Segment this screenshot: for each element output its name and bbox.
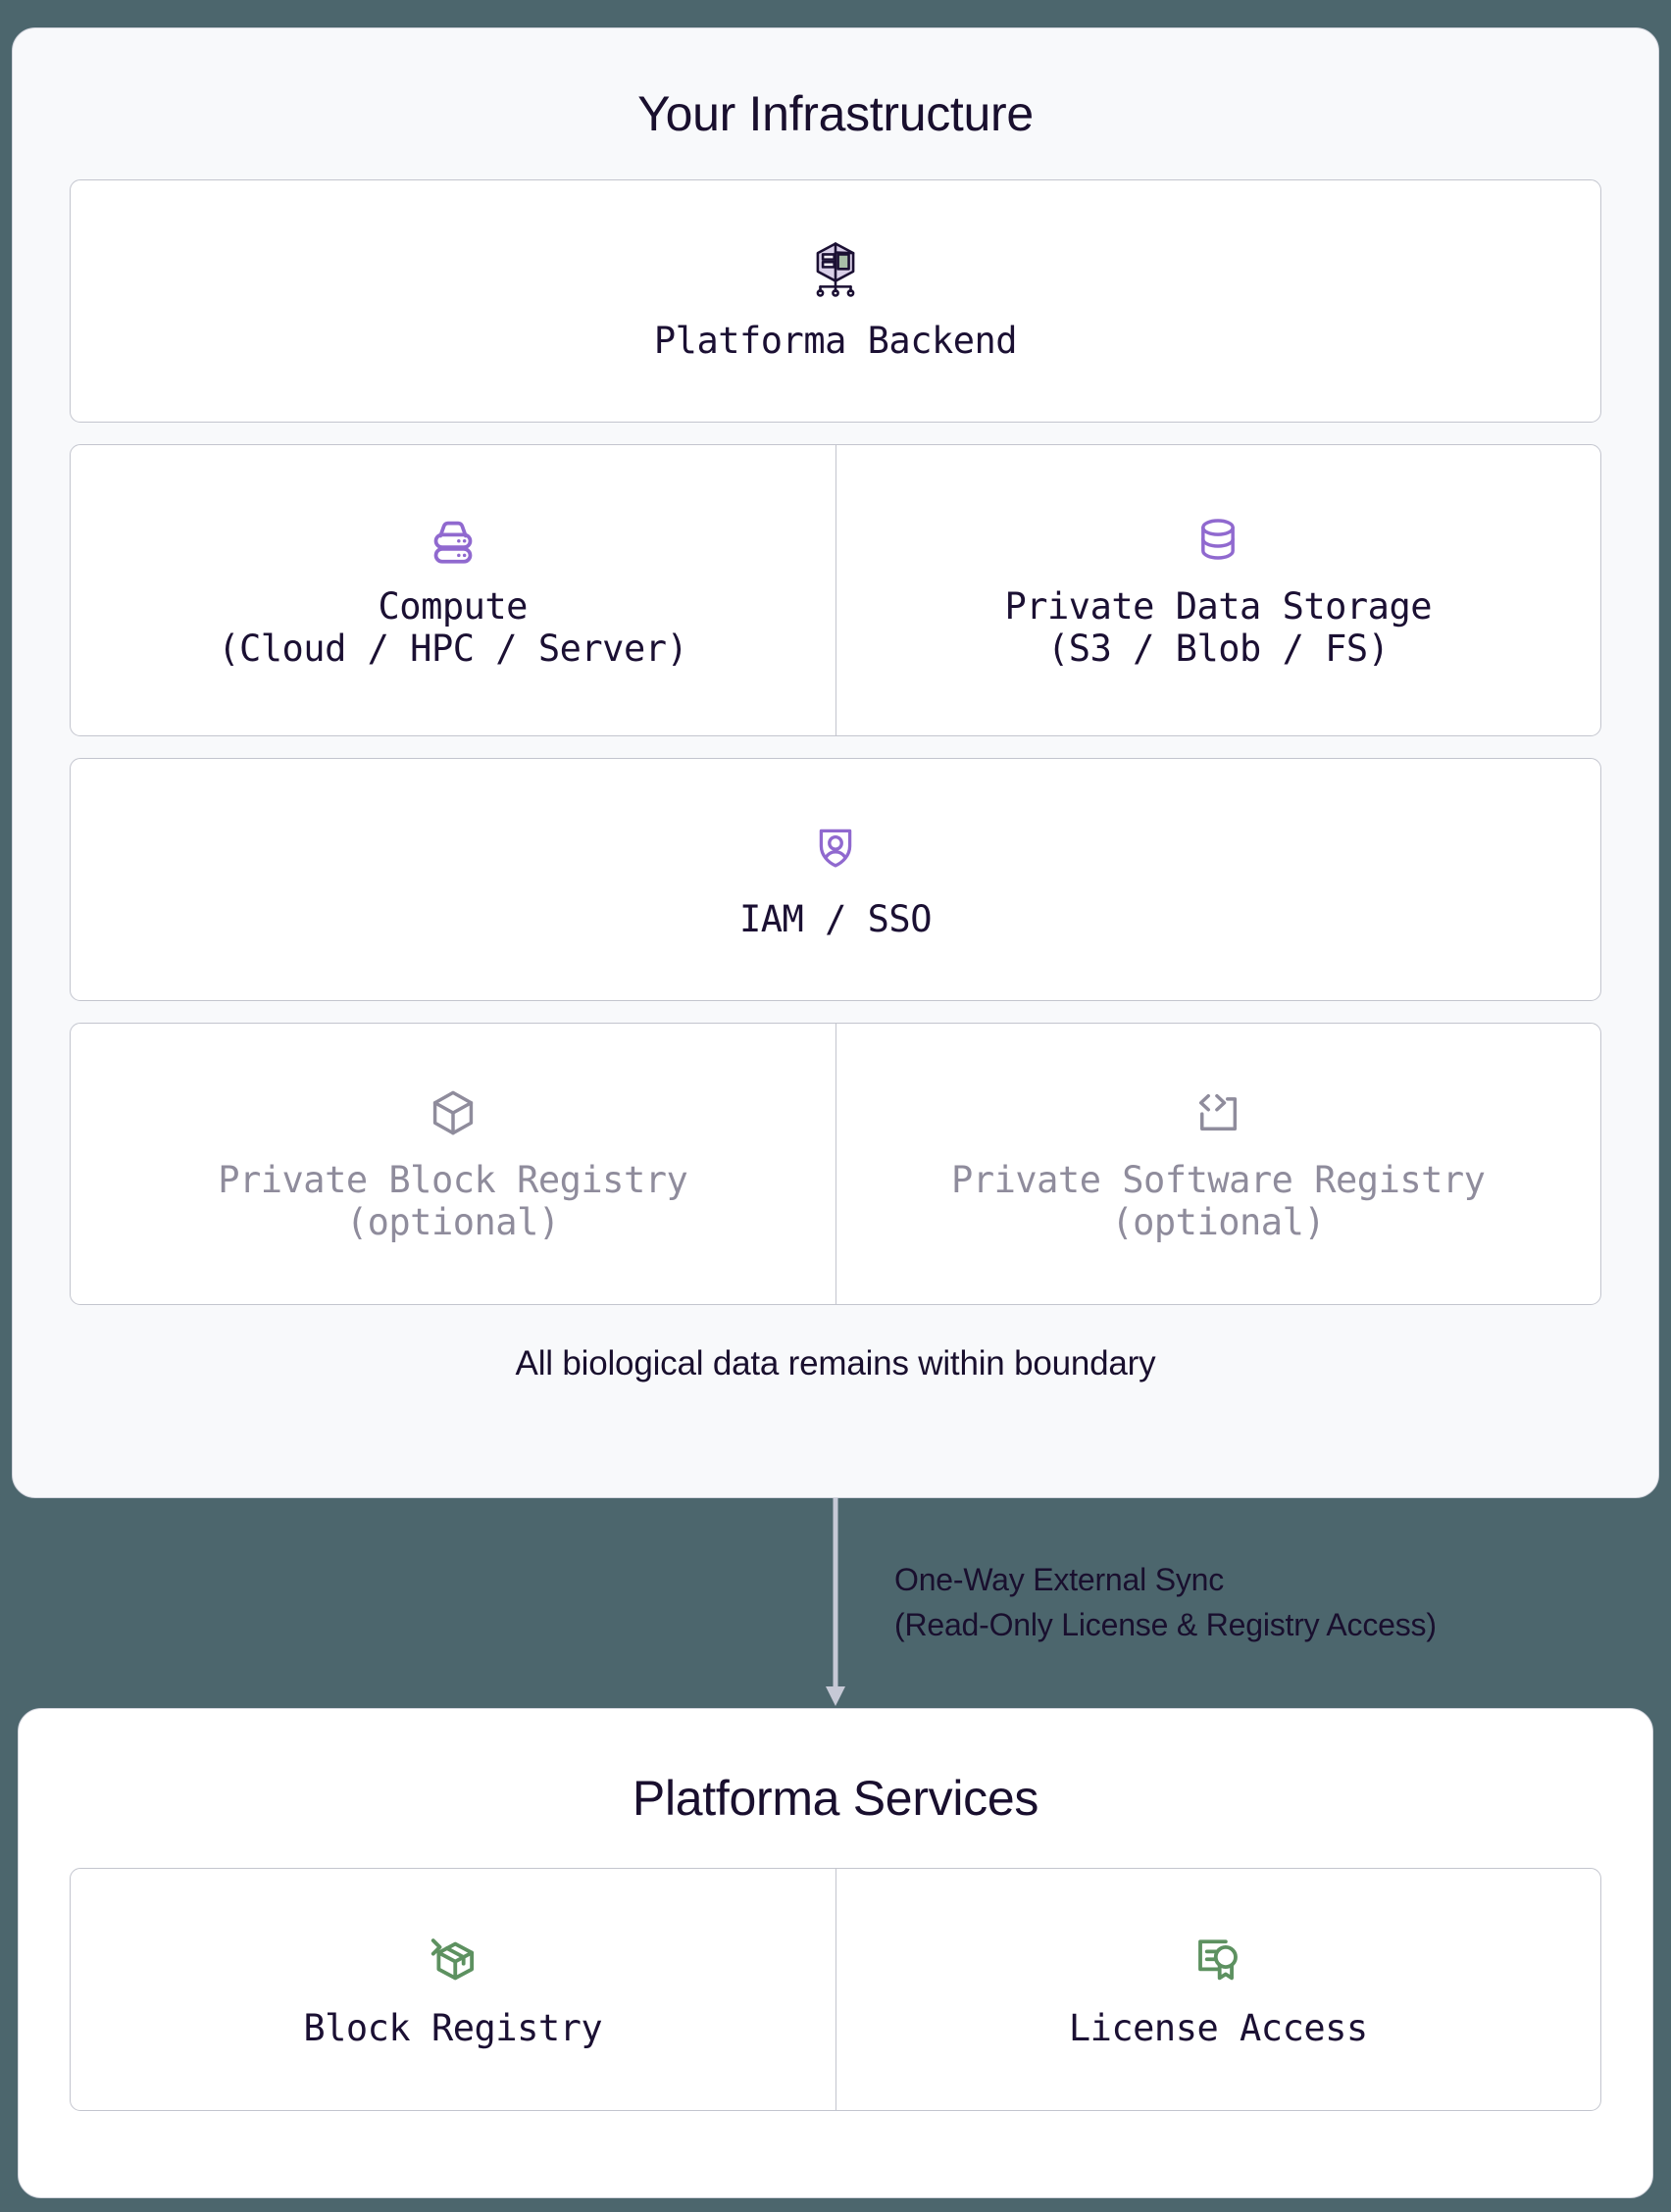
database-icon bbox=[1192, 509, 1243, 570]
card-private-block-registry[interactable]: Private Block Registry (optional) bbox=[71, 1024, 836, 1304]
identity-row: IAM / SSO bbox=[70, 758, 1601, 1001]
backend-row: Platforma Backend bbox=[70, 179, 1601, 423]
card-label: Private Data Storage (S3 / Blob / FS) bbox=[1004, 584, 1433, 670]
services-title: Platforma Services bbox=[632, 1771, 1039, 1826]
card-label: Private Software Registry (optional) bbox=[951, 1158, 1486, 1243]
one-way-sync-arrow bbox=[820, 1498, 851, 1710]
card-label: Private Block Registry (optional) bbox=[218, 1158, 688, 1243]
sync-caption: One-Way External Sync (Read-Only License… bbox=[894, 1562, 1437, 1643]
infrastructure-title: Your Infrastructure bbox=[637, 86, 1034, 141]
server-rack-icon bbox=[426, 509, 481, 570]
shield-user-icon bbox=[811, 816, 860, 877]
package-arrow-icon bbox=[427, 1927, 480, 1987]
card-private-data-storage[interactable]: Private Data Storage (S3 / Blob / FS) bbox=[835, 445, 1601, 735]
card-license-access[interactable]: License Access bbox=[835, 1869, 1601, 2110]
service-registries-row: Block Registry License Access bbox=[70, 1868, 1601, 2111]
card-label: Platforma Backend bbox=[653, 320, 1018, 363]
cube-icon bbox=[428, 1082, 479, 1143]
card-label: Block Registry bbox=[303, 2007, 603, 2050]
card-iam-sso[interactable]: IAM / SSO bbox=[71, 759, 1600, 1000]
boundary-note: All biological data remains within bound… bbox=[515, 1344, 1156, 1382]
certificate-icon bbox=[1191, 1927, 1244, 1987]
your-infrastructure-panel: Your Infrastructure bbox=[12, 27, 1659, 1498]
card-label: License Access bbox=[1068, 2007, 1368, 2050]
optional-registries-row: Private Block Registry (optional) Privat… bbox=[70, 1023, 1601, 1305]
platforma-backend-icon bbox=[805, 237, 866, 298]
card-label: Compute (Cloud / HPC / Server) bbox=[218, 584, 688, 670]
code-brackets-icon bbox=[1192, 1082, 1243, 1143]
card-label: IAM / SSO bbox=[739, 898, 932, 941]
compute-storage-row: Compute (Cloud / HPC / Server) Private D… bbox=[70, 444, 1601, 736]
card-platforma-backend[interactable]: Platforma Backend bbox=[71, 180, 1600, 422]
platforma-services-panel: Platforma Services Block Registry bbox=[18, 1708, 1653, 2198]
card-block-registry[interactable]: Block Registry bbox=[71, 1869, 836, 2110]
card-private-software-registry[interactable]: Private Software Registry (optional) bbox=[835, 1024, 1601, 1304]
card-compute[interactable]: Compute (Cloud / HPC / Server) bbox=[71, 445, 836, 735]
